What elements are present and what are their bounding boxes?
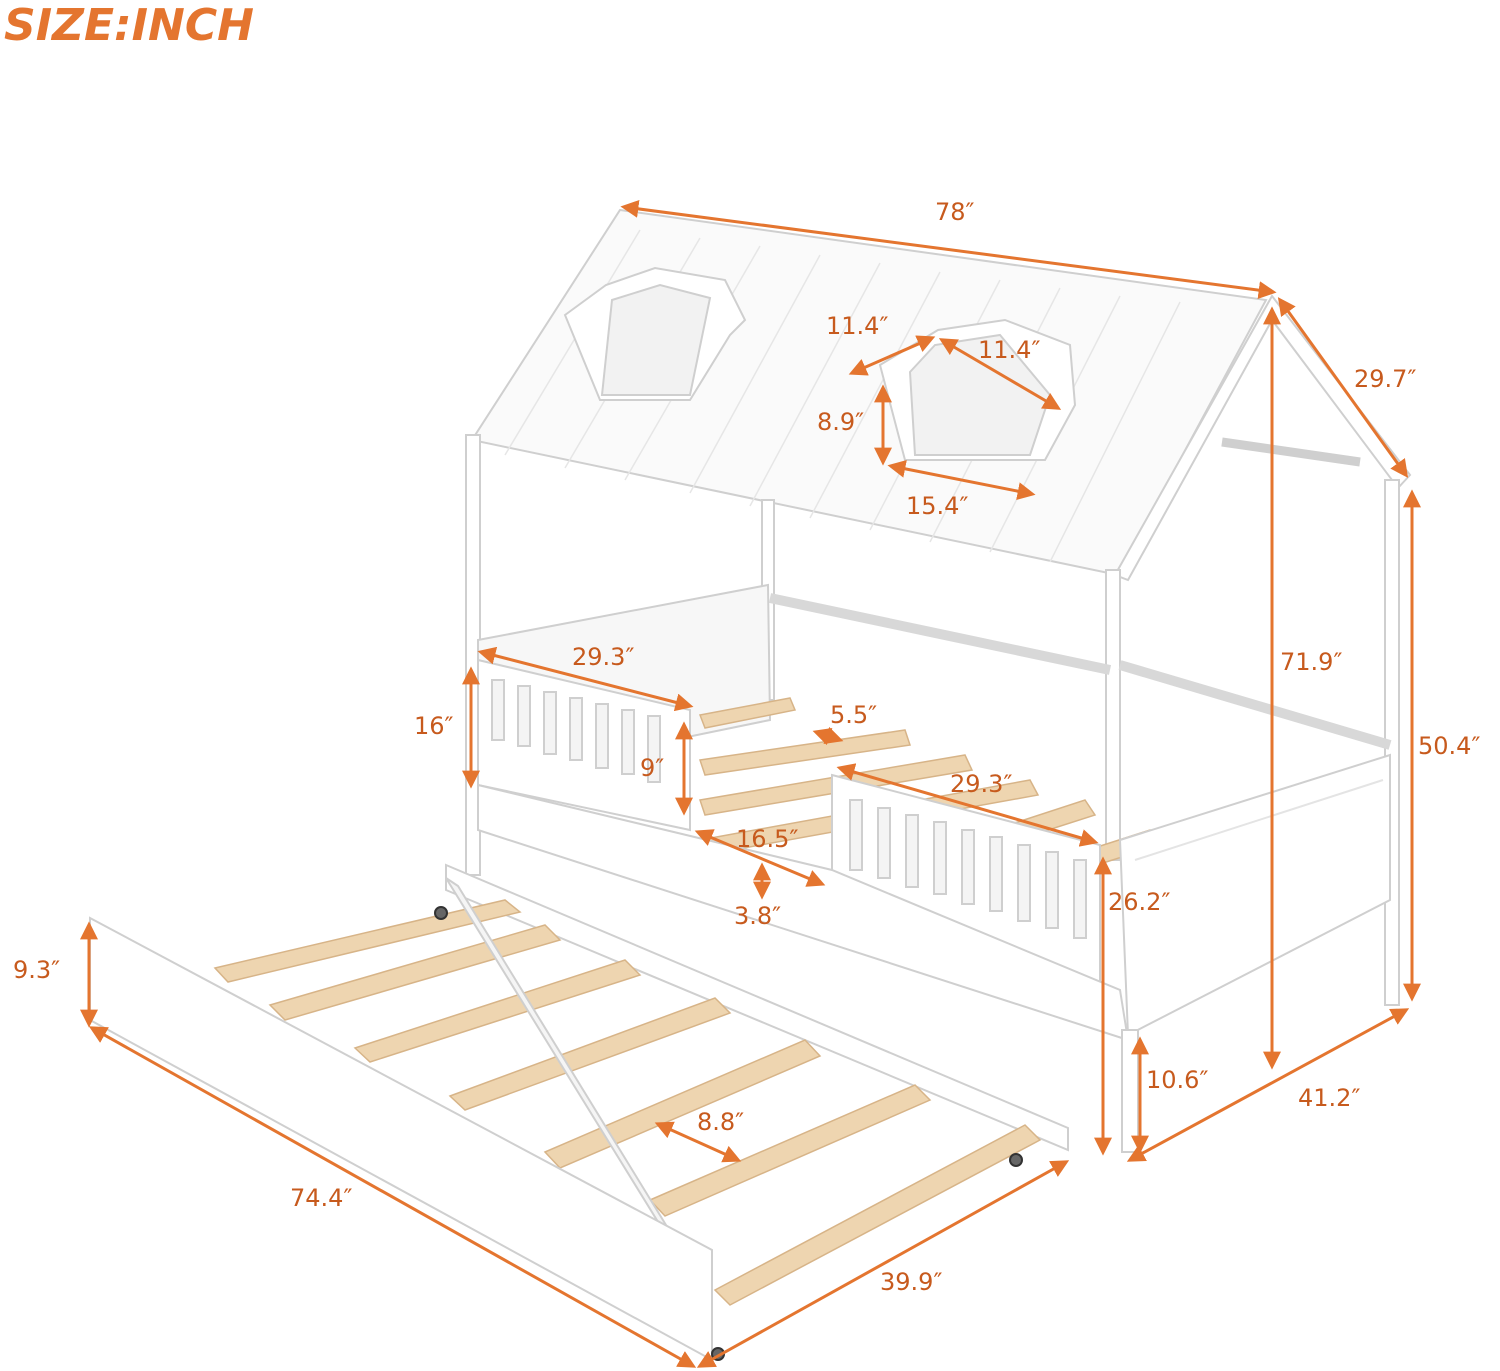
label-window-side-left: 11.4″ [826,312,889,340]
label-trundle-length: 74.4″ [290,1184,353,1212]
label-bed-width: 41.2″ [1298,1084,1361,1112]
label-rail-offset: 3.8″ [734,902,782,930]
label-window-side-right: 11.4″ [978,336,1041,364]
label-slat-gap: 5.5″ [830,701,878,729]
label-rail-length-left: 29.3″ [572,643,635,671]
label-total-height: 71.9″ [1280,648,1343,676]
trundle-back-rail [445,863,1069,1152]
label-rail-length-right: 29.3″ [950,770,1013,798]
label-rail-inner-height: 9″ [640,754,665,782]
dormer-window-left [563,266,747,401]
label-trundle-height: 9.3″ [13,956,61,984]
label-rail-height: 16″ [414,712,454,740]
dim-window-width [887,459,1036,501]
dim-slat-gap [812,726,844,746]
label-wall-height: 50.4″ [1418,732,1481,760]
label-trundle-slat-gap: 8.8″ [697,1108,745,1136]
dim-trundle-slat-gap [654,1121,742,1163]
dim-bed-width [1126,1008,1410,1162]
dim-window-side-right [938,338,1062,410]
dim-window-side-left [848,335,936,376]
label-rail-opening: 16.5″ [736,825,799,853]
caster-back-left [434,906,448,920]
post-front-right [1105,569,1121,861]
dim-trundle-width [696,1160,1070,1368]
label-trundle-width: 39.9″ [880,1268,943,1296]
label-window-height: 8.9″ [817,408,865,436]
size-unit-title: SIZE:INCH [4,0,254,51]
caster-back-right [1009,1153,1023,1167]
dim-trundle-length [88,1026,697,1368]
house-bed [465,208,1412,1153]
dim-rail-length-right [836,763,1099,847]
dim-rail-opening [694,829,826,887]
dim-rail-length-left [477,646,694,712]
dim-roof-length [620,199,1277,300]
dim-roof-depth [1277,297,1409,478]
label-roof-length: 78″ [935,198,975,226]
label-bed-height: 26.2″ [1108,888,1171,916]
footboard [1118,753,1391,1037]
label-roof-depth: 29.7″ [1354,365,1417,393]
label-clearance-height: 10.6″ [1146,1066,1209,1094]
dimension-lines [80,199,1421,1368]
leg-front-right [1121,1029,1139,1153]
label-window-width: 15.4″ [906,492,969,520]
